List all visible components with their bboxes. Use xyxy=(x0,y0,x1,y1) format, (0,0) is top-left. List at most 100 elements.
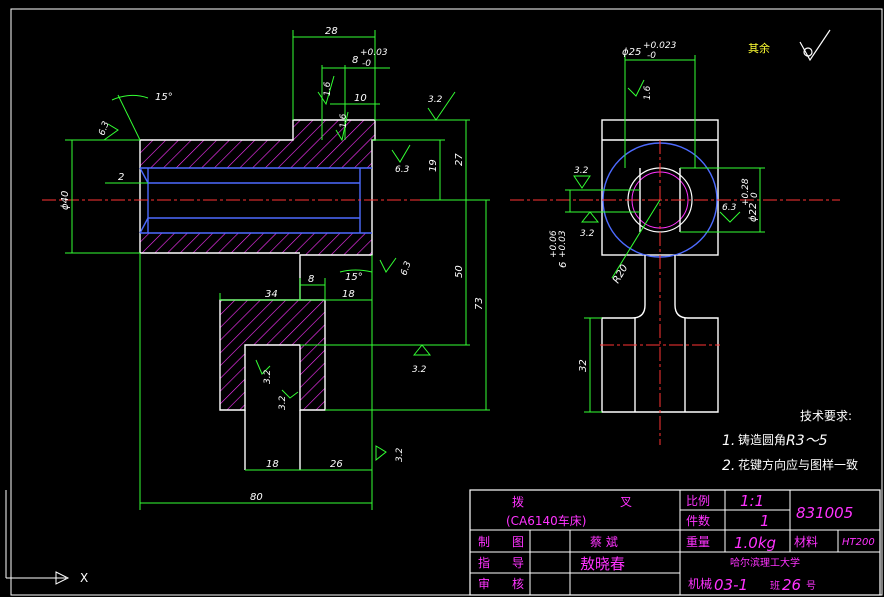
rest-roughness-symbol xyxy=(799,29,831,62)
tb-machine: (CA6140车床) xyxy=(506,513,587,528)
dim-27: 27 xyxy=(454,153,465,166)
dim-28: 28 xyxy=(325,26,338,37)
roughness-symbol-7 xyxy=(412,344,432,356)
requirements-title: 技术要求: xyxy=(800,409,852,423)
tb-drawn-label-a: 制 xyxy=(478,535,490,549)
angle-arc-15a xyxy=(111,94,149,101)
tb-drawn-label-b: 图 xyxy=(512,535,524,549)
tb-class-suffix: 号 xyxy=(806,580,816,592)
rest-roughness: 其余 xyxy=(748,29,831,62)
tb-school: 哈尔滨理工大学 xyxy=(730,556,800,569)
dim-40: ϕ40 xyxy=(60,191,71,210)
tb-weight-label: 重量 xyxy=(686,535,710,549)
angle-arc-15b xyxy=(339,269,373,273)
tb-weight-value: 1.0kg xyxy=(734,534,776,552)
tb-guide-label-a: 指 xyxy=(478,555,490,570)
dim-34: 34 xyxy=(265,289,278,300)
roughness-value-6: 6.3 xyxy=(97,120,111,137)
chamfer-line-2 xyxy=(139,217,149,234)
rest-roughness-label: 其余 xyxy=(748,41,770,55)
roughness-value-1: 3.2 xyxy=(428,95,443,105)
title-block-frame xyxy=(469,489,881,596)
roughness-symbol-2 xyxy=(317,75,335,106)
tb-guide-name: 敖晓春 xyxy=(580,555,625,573)
dim-8-tol-up: +0.03 xyxy=(360,48,388,58)
fork-hatch xyxy=(220,300,325,410)
tb-name-b: 叉 xyxy=(620,495,632,509)
side-dim-6-low: +0.03 xyxy=(558,230,568,258)
side-roughness-symbol-2 xyxy=(573,175,591,189)
roughness-value-3: 1.6 xyxy=(339,113,349,128)
roughness-value-2: 1.6 xyxy=(323,81,333,96)
roughness-value-4: 6.3 xyxy=(395,165,410,175)
dim-50: 50 xyxy=(454,265,465,278)
front-section-view: 28 8 +0.03 -0 10 2 19 27 50 73 ϕ40 34 8 … xyxy=(42,26,490,510)
side-roughness-symbol-1 xyxy=(627,79,645,97)
side-view: ϕ25 +0.023 -0 ϕ22 +0.28 0 6 +0.06 +0.03 … xyxy=(510,41,840,445)
tb-class-num: 26 xyxy=(782,576,801,594)
roughness-symbol-5 xyxy=(379,257,397,273)
chamfer-line xyxy=(139,167,149,184)
dim-8-tol: 8 xyxy=(352,55,358,66)
roughness-symbol-9 xyxy=(281,389,299,399)
dim-73: 73 xyxy=(474,297,485,310)
side-dim-22: ϕ22 xyxy=(748,203,759,222)
angle-leader-15a xyxy=(117,94,141,141)
roughness-symbol-8 xyxy=(255,359,271,375)
title-block: 拨 叉 (CA6140车床) 比例 1:1 831005 件数 1 制 图 蔡 … xyxy=(469,489,881,596)
tb-qty-label: 件数 xyxy=(686,513,710,528)
technical-requirements: 技术要求: 1. 铸造圆角 R3～5 2. 花键方向应与图样一致 xyxy=(722,409,858,474)
dim-18a: 18 xyxy=(342,289,355,300)
tb-guide-label-b: 导 xyxy=(512,556,524,570)
tb-review-label-a: 审 xyxy=(478,576,490,591)
tb-class-value: 03-1 xyxy=(714,576,748,594)
dim-18b: 18 xyxy=(266,459,279,470)
side-roughness-value-2: 3.2 xyxy=(574,166,589,176)
side-dim-25: ϕ25 xyxy=(622,47,641,58)
side-dim-25-low: -0 xyxy=(647,51,656,61)
tb-drawing-no: 831005 xyxy=(796,504,853,522)
roughness-value-9: 3.2 xyxy=(278,395,288,410)
side-r20: R20 xyxy=(611,263,630,286)
side-dim-22-low: 0 xyxy=(750,192,760,198)
dim-8-tol-low: -0 xyxy=(362,59,371,69)
dim-8b: 8 xyxy=(308,274,314,285)
requirement-2-prefix: 2. xyxy=(722,458,735,474)
side-dim-32: 32 xyxy=(578,359,589,372)
tb-scale-label: 比例 xyxy=(686,494,710,508)
tb-drawn-name: 蔡 斌 xyxy=(590,535,618,549)
ucs-x-label: X xyxy=(80,571,88,585)
side-roughness-value-3: 3.2 xyxy=(580,229,595,239)
angle-15a: 15° xyxy=(155,92,173,103)
tb-qty-value: 1 xyxy=(760,512,770,530)
side-roughness-value-4: 6.3 xyxy=(722,203,737,213)
roughness-symbol-1 xyxy=(427,91,456,121)
tb-material-label: 材料 xyxy=(794,535,818,549)
roughness-value-10: 3.2 xyxy=(395,447,405,462)
side-dim-6-up: +0.06 xyxy=(549,230,559,258)
dim-10: 10 xyxy=(354,93,367,104)
ucs-icon: X xyxy=(5,490,88,585)
dim-19: 19 xyxy=(428,159,439,172)
roughness-symbol-4 xyxy=(391,144,411,163)
roughness-symbol-10 xyxy=(375,445,387,462)
tb-class-prefix: 机械 xyxy=(688,576,712,591)
tb-name-a: 拨 xyxy=(512,495,524,509)
side-roughness-value-1: 1.6 xyxy=(643,85,653,100)
hub-upper-hatch xyxy=(140,120,375,168)
hub-lower-hatch xyxy=(140,233,372,255)
requirement-1-value: R3～5 xyxy=(786,433,828,449)
dim-80: 80 xyxy=(250,492,263,503)
side-roughness-symbol-4 xyxy=(719,211,741,223)
side-roughness-symbol-3 xyxy=(580,211,600,223)
tb-class-mid: 班 xyxy=(770,580,780,592)
requirement-1-prefix: 1. xyxy=(722,433,735,449)
side-dim-6: 6 xyxy=(558,262,569,268)
drawing-border xyxy=(10,8,883,596)
dim-26: 26 xyxy=(330,459,343,470)
side-dim-25-up: +0.023 xyxy=(643,41,677,51)
angle-15b: 15° xyxy=(345,272,363,283)
dim-2: 2 xyxy=(118,172,124,183)
side-r20-leader xyxy=(611,199,661,279)
